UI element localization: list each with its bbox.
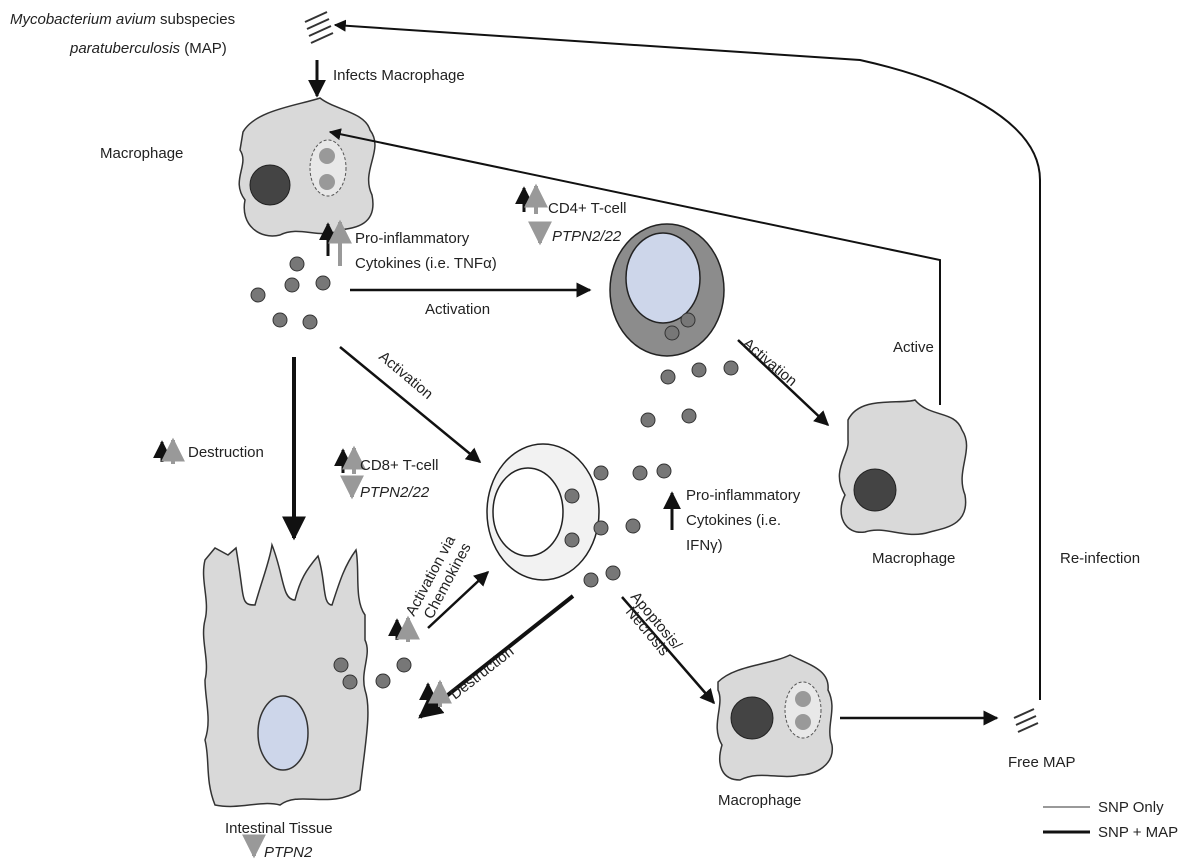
cd8-label: CD8+ T-cell (360, 457, 439, 474)
macrophage-right-label: Macrophage (872, 550, 955, 567)
destruction-left-label: Destruction (188, 444, 264, 461)
cytokine-dots-cd8 (584, 464, 671, 587)
cd8-ptpn-label: PTPN2/22 (360, 484, 430, 501)
macrophage-right (839, 400, 966, 534)
activation-cd8-label: Activation (375, 348, 436, 403)
cytokine-dots-left (251, 257, 330, 329)
cytokine-dots-cd4 (641, 361, 738, 427)
activation-right-label: Activation (739, 335, 800, 390)
map-name-line1: Mycobacterium avium subspecies (10, 11, 235, 28)
cd4-t-cell (610, 224, 724, 356)
reinfection-label: Re-infection (1060, 550, 1140, 567)
legend-snp-only-label: SNP Only (1098, 799, 1164, 816)
cd4-ptpn-label: PTPN2/22 (552, 228, 622, 245)
proinflam-ifn-2: Cytokines (i.e. (686, 512, 781, 529)
proinflam-ifn-3: IFNγ) (686, 537, 723, 554)
activation-cd8-arrow (340, 347, 480, 462)
proinflam-label-2: Cytokines (i.e. TNFα) (355, 255, 497, 272)
map-name-line2: paratuberculosis (MAP) (69, 40, 227, 57)
legend-snp-map-label: SNP + MAP (1098, 824, 1178, 841)
infects-macrophage-label: Infects Macrophage (333, 67, 465, 84)
map-bacteria-icon (305, 12, 333, 43)
proinflam-label-1: Pro-inflammatory (355, 230, 470, 247)
intestinal-tissue-label: Intestinal Tissue (225, 820, 333, 837)
free-map-icon (1014, 709, 1038, 732)
macrophage-bottom (717, 655, 832, 780)
cd4-label: CD4+ T-cell (548, 200, 627, 217)
cd8-t-cell (487, 444, 599, 580)
destruction-bottom-label: Destruction (447, 643, 517, 703)
active-label: Active (893, 339, 934, 356)
macrophage-bottom-label: Macrophage (718, 792, 801, 809)
free-map-label: Free MAP (1008, 754, 1076, 771)
intestinal-tissue (204, 545, 368, 806)
proinflam-ifn-1: Pro-inflammatory (686, 487, 801, 504)
intestinal-ptpn-label: PTPN2 (264, 844, 313, 861)
macrophage-top (239, 98, 375, 236)
activation-cd4-label: Activation (425, 301, 490, 318)
legend: SNP Only SNP + MAP (1043, 799, 1178, 841)
chemokine-dots (376, 658, 411, 688)
macrophage-top-label: Macrophage (100, 145, 183, 162)
